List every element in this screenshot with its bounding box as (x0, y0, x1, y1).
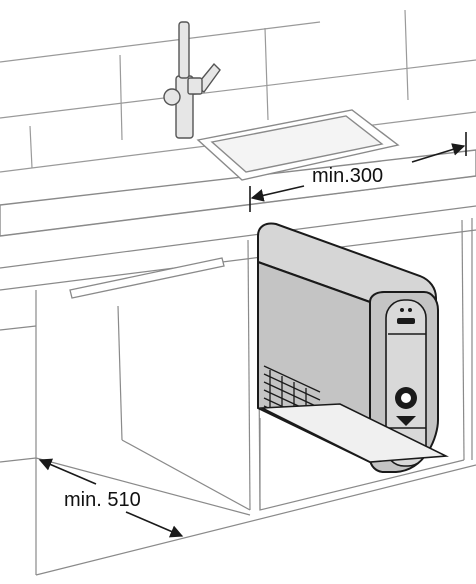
cabinet-handle (69, 257, 225, 299)
countertop (0, 149, 476, 237)
unit-base (258, 403, 449, 463)
display-slot-icon (397, 318, 415, 324)
width-dimension: min.300 (249, 132, 467, 212)
indicator-dot-icon (400, 308, 404, 312)
unit-controls (395, 308, 417, 426)
water-heater-unit (257, 222, 439, 473)
sink (196, 109, 400, 181)
indicator-dot-icon (408, 308, 412, 312)
water-drop-icon (396, 416, 416, 426)
depth-dimension: min. 510 (38, 458, 184, 538)
control-dial-center-icon (401, 393, 411, 403)
faucet (163, 21, 221, 139)
depth-dimension-label: min. 510 (64, 489, 141, 511)
width-dimension-label: min.300 (312, 165, 383, 187)
